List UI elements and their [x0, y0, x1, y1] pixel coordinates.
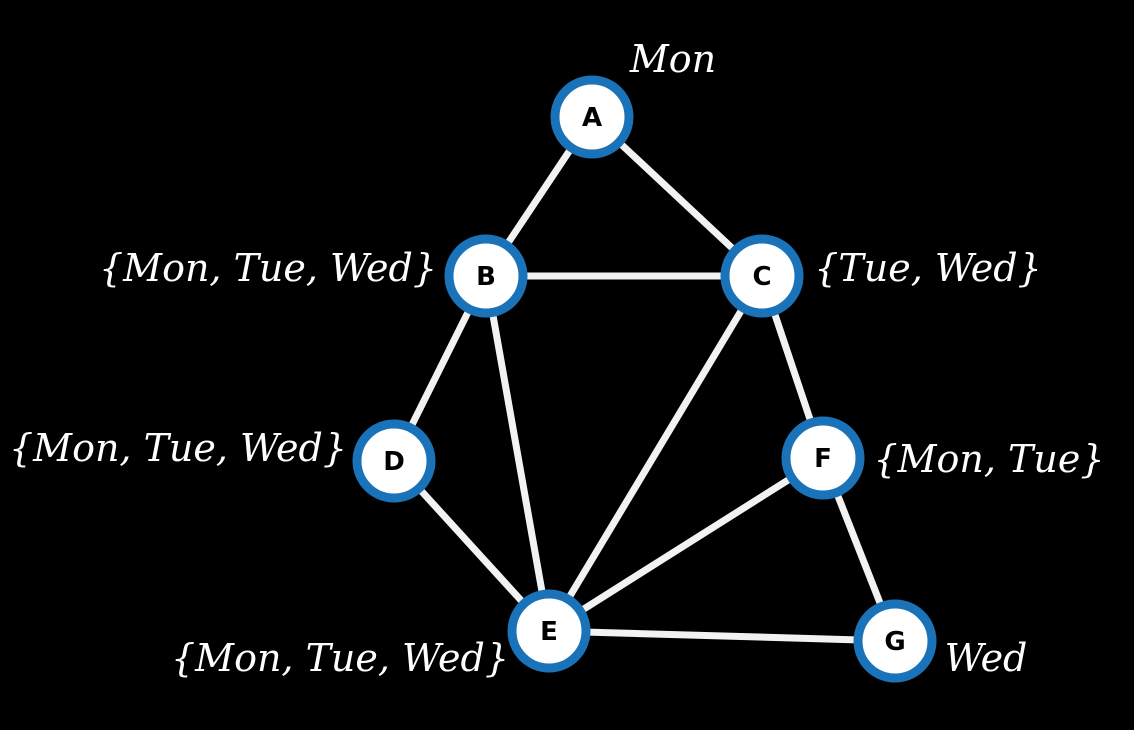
node-f-label: F: [814, 444, 832, 474]
node-a-circle: [550, 75, 634, 159]
node-b: B: [444, 234, 528, 318]
domain-label-g: Wed: [945, 636, 1028, 680]
domain-labels-layer: Mon {Mon, Tue, Wed} {Tue, Wed} {Mon, Tue, W…: [9, 37, 1105, 680]
node-b-circle: [444, 234, 528, 318]
node-a: A: [550, 75, 634, 159]
node-c: C: [720, 234, 804, 318]
node-b-label: B: [476, 262, 496, 292]
node-e-circle: [507, 589, 591, 673]
node-g-label: G: [884, 627, 905, 657]
nodes-layer: A B C D E F G: [352, 75, 937, 683]
node-c-label: C: [752, 262, 771, 292]
node-d: D: [352, 419, 436, 503]
node-d-label: D: [383, 447, 405, 477]
edges-layer: [390, 113, 899, 645]
node-c-circle: [720, 234, 804, 318]
domain-label-d: {Mon, Tue, Wed}: [9, 426, 347, 470]
node-e-label: E: [540, 617, 558, 647]
edge-b-e: [482, 272, 553, 635]
node-f-circle: [781, 416, 865, 500]
domain-label-c: {Tue, Wed}: [814, 246, 1042, 290]
domain-label-f: {Mon, Tue}: [873, 437, 1104, 481]
node-f: F: [781, 416, 865, 500]
node-g: G: [853, 599, 937, 683]
node-a-label: A: [582, 103, 602, 133]
domain-label-e: {Mon, Tue, Wed}: [171, 636, 509, 680]
edge-e-g: [545, 627, 899, 645]
domain-label-a: Mon: [629, 37, 716, 81]
edge-e-f: [545, 454, 827, 635]
node-d-circle: [352, 419, 436, 503]
edge-c-e: [545, 272, 766, 635]
domain-label-b: {Mon, Tue, Wed}: [99, 246, 437, 290]
node-g-circle: [853, 599, 937, 683]
node-e: E: [507, 589, 591, 673]
